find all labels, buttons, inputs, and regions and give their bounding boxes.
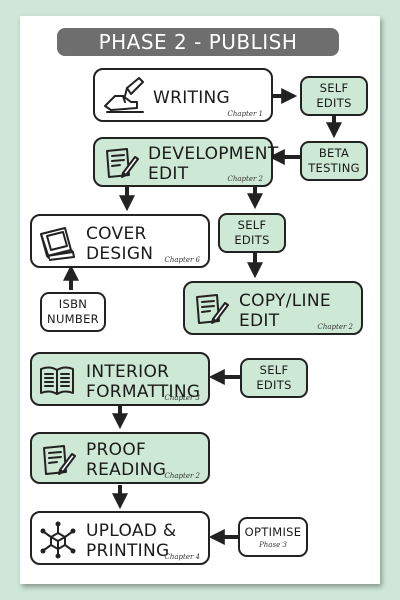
copy-line-label-line1: COPY/LINE [239, 291, 331, 311]
self-edits-3-line2: EDITS [256, 378, 292, 392]
upload-label-line1: UPLOAD & [86, 521, 177, 541]
network-cube-icon [38, 521, 78, 564]
self-edits-box-1: SELF EDITS [300, 76, 368, 116]
self-edits-2-line2: EDITS [234, 233, 270, 247]
beta-line2: TESTING [308, 161, 360, 175]
interior-label-line2: FORMATTING [86, 382, 201, 402]
isbn-line1: ISBN [58, 297, 88, 311]
isbn-line2: NUMBER [47, 312, 99, 326]
cover-label-line1: COVER [86, 224, 147, 244]
interior-formatting-box: INTERIOR FORMATTING Chapter 3 [30, 352, 210, 406]
self-edits-1-line2: EDITS [316, 96, 352, 110]
optimise-box: OPTIMISE Phase 3 [238, 517, 308, 557]
books-icon [38, 224, 78, 267]
proof-reading-box: PROOF READING Chapter 2 [30, 432, 210, 484]
development-chapter: Chapter 2 [227, 175, 264, 183]
edit-document-icon [193, 291, 229, 332]
upload-label-line2: PRINTING [86, 541, 170, 561]
edit-document-icon [103, 145, 139, 186]
writing-box: WRITING Chapter 1 [93, 68, 273, 122]
optimise-phase: Phase 3 [259, 541, 287, 549]
isbn-number-box: ISBN NUMBER [40, 292, 106, 332]
upload-printing-box: UPLOAD & PRINTING Chapter 4 [30, 511, 210, 565]
copy-line-label-line2: EDIT [239, 311, 280, 331]
self-edits-1-line1: SELF [319, 81, 349, 95]
hand-writing-icon [101, 76, 147, 121]
interior-chapter: Chapter 3 [164, 394, 201, 402]
proof-label-line1: PROOF [86, 440, 147, 460]
open-book-icon [38, 364, 76, 403]
copy-line-edit-box: COPY/LINE EDIT Chapter 2 [183, 281, 363, 335]
proof-label-line2: READING [86, 460, 167, 480]
beta-testing-box: BETA TESTING [300, 141, 368, 181]
beta-line1: BETA [318, 146, 350, 160]
self-edits-box-3: SELF EDITS [240, 358, 308, 398]
optimise-label: OPTIMISE [244, 525, 302, 539]
proof-chapter: Chapter 2 [164, 472, 201, 480]
cover-chapter: Chapter 6 [164, 256, 201, 264]
development-label-line2: EDIT [148, 164, 189, 184]
development-edit-box: DEVELOPMENT EDIT Chapter 2 [93, 137, 278, 187]
writing-label: WRITING [153, 88, 231, 108]
edit-document-icon [40, 442, 76, 483]
development-label-line1: DEVELOPMENT [148, 144, 279, 164]
self-edits-box-2: SELF EDITS [218, 213, 286, 253]
cover-design-box: COVER DESIGN Chapter 6 [30, 214, 210, 268]
self-edits-3-line1: SELF [259, 363, 289, 377]
cover-label-line2: DESIGN [86, 244, 154, 264]
phase-title: PHASE 2 - PUBLISH [57, 28, 339, 56]
upload-chapter: Chapter 4 [164, 553, 201, 561]
self-edits-2-line1: SELF [237, 218, 267, 232]
writing-chapter: Chapter 1 [227, 110, 264, 118]
interior-label-line1: INTERIOR [86, 362, 170, 382]
copy-line-chapter: Chapter 2 [317, 323, 354, 331]
